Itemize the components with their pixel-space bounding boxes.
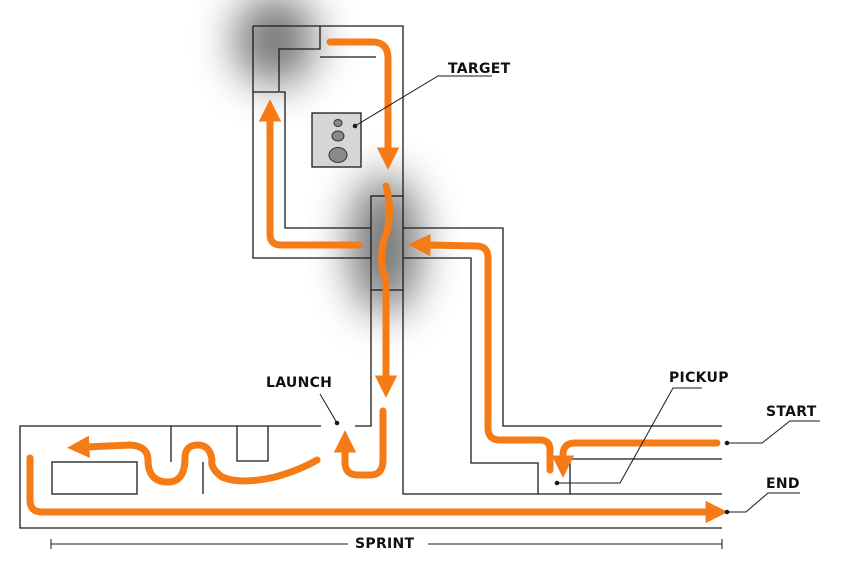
callouts (319, 75, 820, 515)
label-sprint: SPRINT (355, 536, 415, 552)
route-sprint-bottom (26, 454, 728, 524)
target-object (311, 112, 362, 168)
target-leader (354, 75, 492, 127)
route-through-door (374, 182, 398, 398)
route-weave-left (67, 435, 321, 486)
walls (19, 25, 722, 529)
label-launch: LAUNCH (266, 375, 333, 391)
end-leader (727, 492, 800, 513)
pickup-leader (557, 387, 702, 484)
route-corridor-to-door (408, 233, 554, 474)
label-end: END (766, 476, 800, 492)
route-launch-hook (333, 407, 387, 479)
launch-leader (319, 393, 338, 424)
route-arrows (26, 38, 728, 524)
label-target: TARGET (448, 61, 511, 77)
label-pickup: PICKUP (669, 370, 729, 386)
route-door-to-left (258, 99, 363, 249)
start-leader (727, 420, 820, 444)
route-target-loop-down (326, 38, 400, 170)
sprint-dimension (50, 539, 723, 549)
label-start: START (766, 404, 817, 420)
route-start-to-pickup (551, 439, 721, 478)
